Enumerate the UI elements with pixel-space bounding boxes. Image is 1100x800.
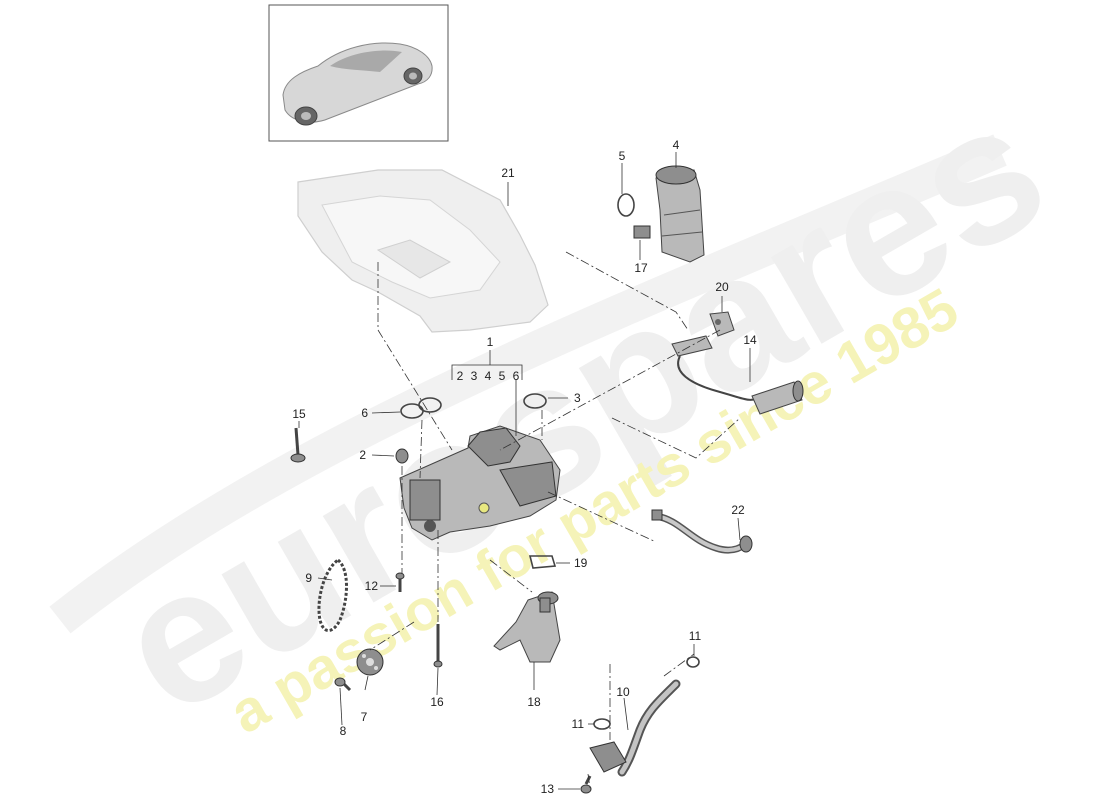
callout-19: 19 bbox=[574, 556, 588, 570]
assembly-lines bbox=[369, 251, 741, 789]
callout-12: 12 bbox=[365, 579, 379, 593]
part-18-suction-pipe-bracket bbox=[493, 591, 561, 663]
callout-16: 16 bbox=[430, 695, 444, 709]
callout-7: 7 bbox=[361, 710, 368, 724]
part-17-clip bbox=[633, 225, 651, 239]
callout-11-upper: 11 bbox=[689, 629, 702, 643]
callout-22: 22 bbox=[731, 503, 745, 517]
callout-13: 13 bbox=[541, 782, 555, 796]
part-22-pipe bbox=[651, 509, 753, 554]
part-13-screw bbox=[580, 775, 592, 794]
watermark-brand: eurospares bbox=[85, 60, 1078, 756]
callout-14: 14 bbox=[743, 333, 757, 347]
part-19-gasket bbox=[528, 555, 557, 569]
part-8-bolt bbox=[334, 677, 352, 692]
part-11-o-ring-upper bbox=[686, 656, 700, 668]
car-icon bbox=[282, 42, 433, 126]
part-9-drive-chain bbox=[317, 558, 348, 632]
part-20-sensor-bracket bbox=[709, 311, 735, 337]
part-10-oil-pipe bbox=[589, 679, 681, 777]
leader-lines bbox=[298, 152, 751, 790]
part-11-o-ring-lower bbox=[593, 718, 611, 730]
callout-8: 8 bbox=[340, 724, 347, 738]
part-16-long-bolt bbox=[433, 624, 443, 668]
callout-11-lower: 11 bbox=[572, 717, 585, 731]
callout-21: 21 bbox=[501, 166, 515, 180]
part-15-bolt bbox=[290, 427, 306, 463]
part-21-oil-pan-upper-section bbox=[297, 169, 549, 333]
car-thumbnail bbox=[268, 4, 449, 142]
callout-10: 10 bbox=[616, 685, 630, 699]
part-1-oil-pump-assembly bbox=[399, 425, 561, 541]
part-12-screw bbox=[395, 572, 405, 592]
callout-3: 3 bbox=[574, 391, 581, 405]
callout-5: 5 bbox=[619, 149, 626, 163]
callout-2: 2 bbox=[359, 448, 366, 462]
part-2-plug bbox=[395, 448, 409, 464]
callout-9: 9 bbox=[305, 571, 312, 585]
callout-4: 4 bbox=[673, 138, 680, 152]
part-4-oil-filter-housing bbox=[655, 165, 705, 263]
callout-15: 15 bbox=[292, 407, 306, 421]
callout-labels: 1 2 3 4 5 6 2 3 4 5 6 7 8 9 10 11 11 12 … bbox=[292, 138, 757, 796]
callout-17: 17 bbox=[634, 261, 648, 275]
watermark-swoosh bbox=[49, 134, 1007, 634]
part-7-sprocket bbox=[356, 648, 384, 676]
part-6-seal-pair bbox=[400, 397, 442, 419]
part-5-o-ring bbox=[617, 193, 635, 217]
watermark: eurospares a passion for parts since 198… bbox=[49, 60, 1078, 756]
callout-20: 20 bbox=[715, 280, 729, 294]
part-14-oil-level-sensor bbox=[671, 335, 804, 415]
callout-6: 6 bbox=[361, 406, 368, 420]
part-3-seal bbox=[523, 393, 547, 409]
callout-1: 1 bbox=[487, 335, 494, 349]
callout-18: 18 bbox=[527, 695, 541, 709]
callout-1-subparts: 2 3 4 5 6 bbox=[457, 369, 520, 383]
